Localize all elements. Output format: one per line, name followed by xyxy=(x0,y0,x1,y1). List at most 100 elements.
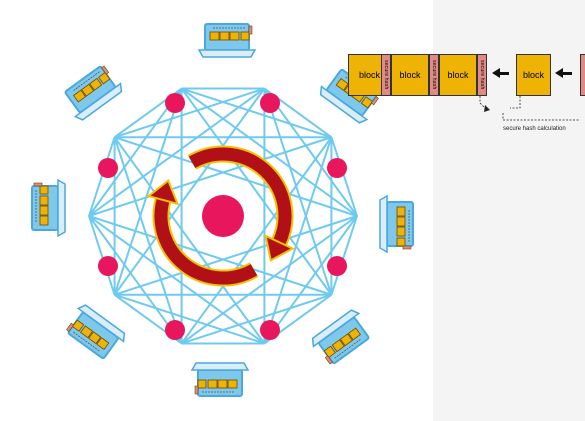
mini-block xyxy=(98,72,111,85)
block-4-label: block xyxy=(522,70,544,80)
laptop-base xyxy=(190,362,250,371)
hash-2: secure hash xyxy=(429,54,439,96)
laptop-left xyxy=(31,178,66,238)
mini-block xyxy=(88,331,102,345)
mini-hash xyxy=(33,182,43,187)
mini-block xyxy=(360,96,374,109)
hash-calculation-lines xyxy=(479,96,580,121)
central-node-icon xyxy=(202,195,244,237)
mesh-line xyxy=(88,215,265,345)
hash-3-label: secure hash xyxy=(479,60,485,90)
mesh-line xyxy=(113,136,183,344)
network-node-icon xyxy=(327,158,347,178)
mini-block xyxy=(347,327,362,341)
mesh-line xyxy=(180,87,333,296)
mesh-line xyxy=(330,136,358,217)
mini-block xyxy=(89,77,103,91)
network-node-icon xyxy=(98,158,118,178)
mini-block xyxy=(39,195,49,206)
mini-hash-line xyxy=(334,339,361,359)
arrowhead xyxy=(264,234,296,262)
chain-arrow-1 xyxy=(492,68,509,78)
mesh-line xyxy=(88,87,265,217)
laptop-top-left xyxy=(64,65,123,121)
mesh-line xyxy=(263,87,358,217)
circular-arrows-icon xyxy=(146,145,296,287)
block-1-label: block xyxy=(358,70,380,80)
mini-block xyxy=(323,345,336,358)
laptops xyxy=(31,23,414,397)
mini-hash-line xyxy=(73,71,100,91)
mesh-line xyxy=(263,215,358,345)
network-node-icon xyxy=(165,320,185,340)
mini-block xyxy=(227,379,238,389)
network-node-icon xyxy=(327,256,347,276)
curved-arrow xyxy=(146,179,259,287)
block-3-label: block xyxy=(447,70,469,80)
arrowhead xyxy=(146,179,180,206)
block-3: block xyxy=(439,54,477,96)
mini-hash xyxy=(194,385,199,395)
mini-block xyxy=(81,83,95,97)
hash-1: secure hash xyxy=(381,54,391,96)
laptop-base xyxy=(379,194,388,254)
network-node-icon xyxy=(165,93,185,113)
mini-block xyxy=(80,325,94,339)
mini-block xyxy=(229,31,240,41)
mesh-line xyxy=(114,87,265,139)
mesh-line xyxy=(181,215,358,345)
mini-block xyxy=(396,206,406,217)
hash-2-label: secure hash xyxy=(431,60,437,90)
mini-hash xyxy=(370,96,379,106)
hash-4 xyxy=(580,54,585,96)
mini-hash xyxy=(324,355,333,365)
mesh-line xyxy=(113,136,266,345)
laptop-base xyxy=(57,178,66,238)
hash-calculation-label: secure hash calculation xyxy=(503,126,566,132)
mini-hash xyxy=(66,322,75,332)
mini-hash xyxy=(101,65,110,75)
mini-block xyxy=(39,215,49,226)
mini-block xyxy=(396,237,406,247)
laptop-base xyxy=(197,49,257,58)
mesh-line xyxy=(114,215,358,296)
mesh-line xyxy=(263,136,333,344)
mini-block xyxy=(72,89,87,103)
mesh-line xyxy=(181,87,332,139)
mesh-line xyxy=(180,136,333,345)
mini-block xyxy=(217,379,228,389)
hash-1-label: secure hash xyxy=(383,60,389,90)
mesh-line xyxy=(88,136,332,217)
network-nodes xyxy=(98,93,347,340)
mini-block xyxy=(240,31,250,41)
mini-block xyxy=(96,337,110,351)
calc-arrowhead xyxy=(484,105,490,112)
mini-block xyxy=(339,333,353,347)
mini-block xyxy=(207,379,218,389)
calc-line xyxy=(479,96,486,109)
block-2-label: block xyxy=(399,70,421,80)
network-node-icon xyxy=(260,320,280,340)
mini-block xyxy=(39,205,49,216)
block-4: block xyxy=(516,54,551,96)
mesh-line xyxy=(113,87,266,296)
laptop-base xyxy=(76,304,126,343)
mini-hash xyxy=(248,25,253,35)
mesh-line xyxy=(88,136,116,217)
mini-block xyxy=(71,319,85,332)
calc-line xyxy=(502,113,580,121)
mesh-line xyxy=(114,136,358,217)
network-node-icon xyxy=(98,256,118,276)
mini-block xyxy=(335,77,349,91)
mini-block xyxy=(331,339,345,353)
laptop-base xyxy=(319,85,369,124)
block-2: block xyxy=(391,54,429,96)
mesh-line xyxy=(330,215,358,296)
mini-hash-line xyxy=(73,331,100,352)
mesh-line xyxy=(114,293,265,345)
mini-block xyxy=(396,216,406,227)
mini-block xyxy=(197,379,207,389)
laptop-top xyxy=(197,23,257,58)
laptop-bottom-left xyxy=(66,304,126,360)
